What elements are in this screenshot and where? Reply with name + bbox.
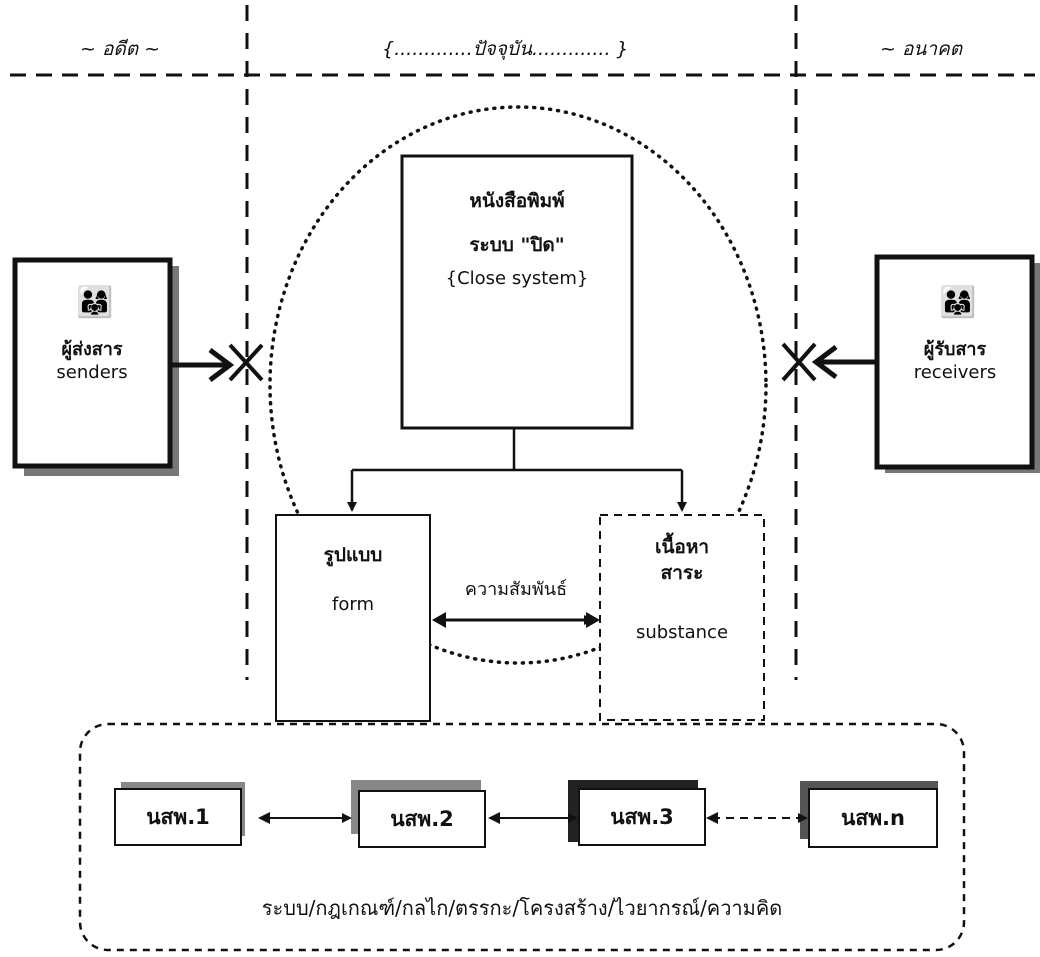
senders-label-en: senders bbox=[56, 362, 128, 383]
relation-arrow-left-head bbox=[432, 612, 446, 628]
substance-label: substance bbox=[635, 622, 729, 643]
link-3-n-head-left bbox=[706, 812, 718, 824]
system-container bbox=[78, 722, 966, 952]
closed-system-ellipse bbox=[268, 105, 768, 665]
substance-title-1: เนื้อหา bbox=[654, 536, 710, 558]
block-x-left bbox=[228, 343, 264, 382]
relation-arrow-right-head bbox=[586, 612, 600, 628]
receivers-people-icon: 👨‍👩‍👧 bbox=[939, 285, 976, 320]
header-present: {.............ปัจจุบัน............. } bbox=[382, 38, 629, 60]
form-title: รูปแบบ bbox=[323, 544, 383, 566]
substance-title-2: สาระ bbox=[660, 562, 704, 584]
senders-arrow-head bbox=[208, 348, 235, 382]
newspaper-system-en: {Close system} bbox=[445, 268, 589, 289]
newspaper-title: หนังสือพิมพ์ bbox=[469, 190, 565, 212]
relation-label: ความสัมพันธ์ bbox=[464, 579, 568, 600]
form-box bbox=[275, 514, 431, 722]
newspaper-system: ระบบ "ปิด" bbox=[469, 234, 565, 256]
block-x-right bbox=[781, 342, 817, 382]
senders-people-icon: 👨‍👩‍👧 bbox=[76, 285, 113, 320]
substance-box bbox=[599, 514, 765, 721]
newspaper-box-3: นสพ.3 bbox=[578, 788, 706, 846]
newspaper-box bbox=[400, 154, 634, 430]
senders-label-th: ผู้ส่งสาร bbox=[61, 339, 123, 360]
receivers-box bbox=[874, 254, 1035, 470]
header-past: ~ อดีต ~ bbox=[80, 38, 161, 60]
newspaper-box-1: นสพ.1 bbox=[114, 788, 242, 846]
header-future: ~ อนาคต bbox=[880, 38, 963, 60]
receivers-arrow-head bbox=[811, 345, 838, 379]
link-1-2-head-left bbox=[258, 812, 270, 824]
link-2-3-head-left bbox=[488, 812, 500, 824]
receivers-label-th: ผู้รับสาร bbox=[923, 339, 987, 360]
newspaper-box-2: นสพ.2 bbox=[358, 790, 486, 848]
form-label: form bbox=[332, 594, 374, 615]
receivers-label-en: receivers bbox=[913, 362, 997, 383]
system-caption: ระบบ/กฎเกณฑ์/กลไก/ตรรกะ/โครงสร้าง/ไวยากร… bbox=[261, 896, 783, 920]
newspaper-box-n: นสพ.n bbox=[808, 788, 938, 848]
